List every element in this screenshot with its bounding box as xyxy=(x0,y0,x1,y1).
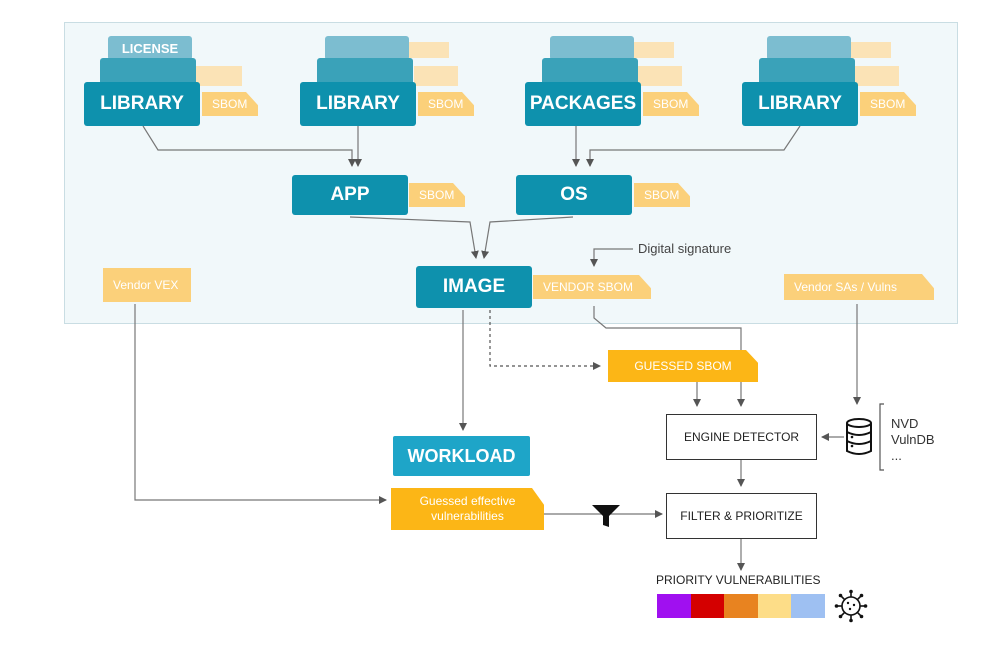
os-sbom-tag: SBOM xyxy=(634,183,690,207)
app-box: APP xyxy=(292,175,408,215)
guessed-sbom-tag: GUESSED SBOM xyxy=(608,350,758,382)
sbom-tag-2: SBOM xyxy=(418,92,474,116)
database-list: NVD VulnDB ... xyxy=(891,416,935,464)
library-back-2b xyxy=(317,58,413,86)
app-sbom-tag: SBOM xyxy=(409,183,465,207)
sbom-tag-back-2a xyxy=(407,42,449,58)
filter-prioritize-box: FILTER & PRIORITIZE xyxy=(666,493,817,539)
database-nvd: NVD xyxy=(891,416,919,431)
priority-low-swatch xyxy=(757,594,792,618)
library-back-4a xyxy=(767,36,851,60)
workload-box: WORKLOAD xyxy=(393,436,530,476)
guessed-effective-tag: Guessed effective vulnerabilities xyxy=(391,488,544,530)
library-back-1 xyxy=(100,58,196,86)
guessed-effective-line1: Guessed effective xyxy=(419,494,516,508)
vendor-vex-tag: Vendor VEX xyxy=(103,268,191,302)
digital-signature-label: Digital signature xyxy=(638,241,732,256)
library-back-4b xyxy=(759,58,855,86)
sbom-tag-4: SBOM xyxy=(860,92,916,116)
image-box: IMAGE xyxy=(416,266,532,308)
priority-critical-swatch xyxy=(657,594,691,618)
sbom-tag-back-4b xyxy=(855,66,899,86)
os-box: OS xyxy=(516,175,632,215)
engine-detector-box: ENGINE DETECTOR xyxy=(666,414,817,460)
library-box-4: LIBRARY xyxy=(742,82,858,126)
database-more: ... xyxy=(891,448,902,463)
funnel-icon xyxy=(592,505,620,527)
packages-back-3b xyxy=(542,58,638,86)
priority-bar xyxy=(657,594,825,618)
database-vulndb: VulnDB xyxy=(891,432,935,447)
sbom-tag-back-3a xyxy=(632,42,674,58)
sbom-tag-3: SBOM xyxy=(643,92,699,116)
license-tag-back xyxy=(194,66,242,86)
priority-high-swatch xyxy=(690,594,725,618)
library-back-2a xyxy=(325,36,409,60)
priority-info-swatch xyxy=(791,594,825,618)
packages-box: PACKAGES xyxy=(525,82,641,126)
sbom-tag-back-3b xyxy=(638,66,682,86)
sbom-tag-1: SBOM xyxy=(202,92,258,116)
vendor-sbom-tag: VENDOR SBOM xyxy=(533,275,651,299)
guessed-effective-line2: vulnerabilities xyxy=(431,509,504,523)
packages-back-3a xyxy=(550,36,634,60)
license-box: LICENSE xyxy=(108,36,192,60)
priority-title: PRIORITY VULNERABILITIES xyxy=(656,573,821,587)
sbom-tag-back-4a xyxy=(849,42,891,58)
vendor-sas-tag: Vendor SAs / Vulns xyxy=(784,274,934,300)
database-icon xyxy=(846,418,872,455)
virus-icon xyxy=(834,589,868,623)
library-box-1: LIBRARY xyxy=(84,82,200,126)
sbom-tag-back-2b xyxy=(414,66,458,86)
library-box-2: LIBRARY xyxy=(300,82,416,126)
priority-medium-swatch xyxy=(724,594,758,618)
